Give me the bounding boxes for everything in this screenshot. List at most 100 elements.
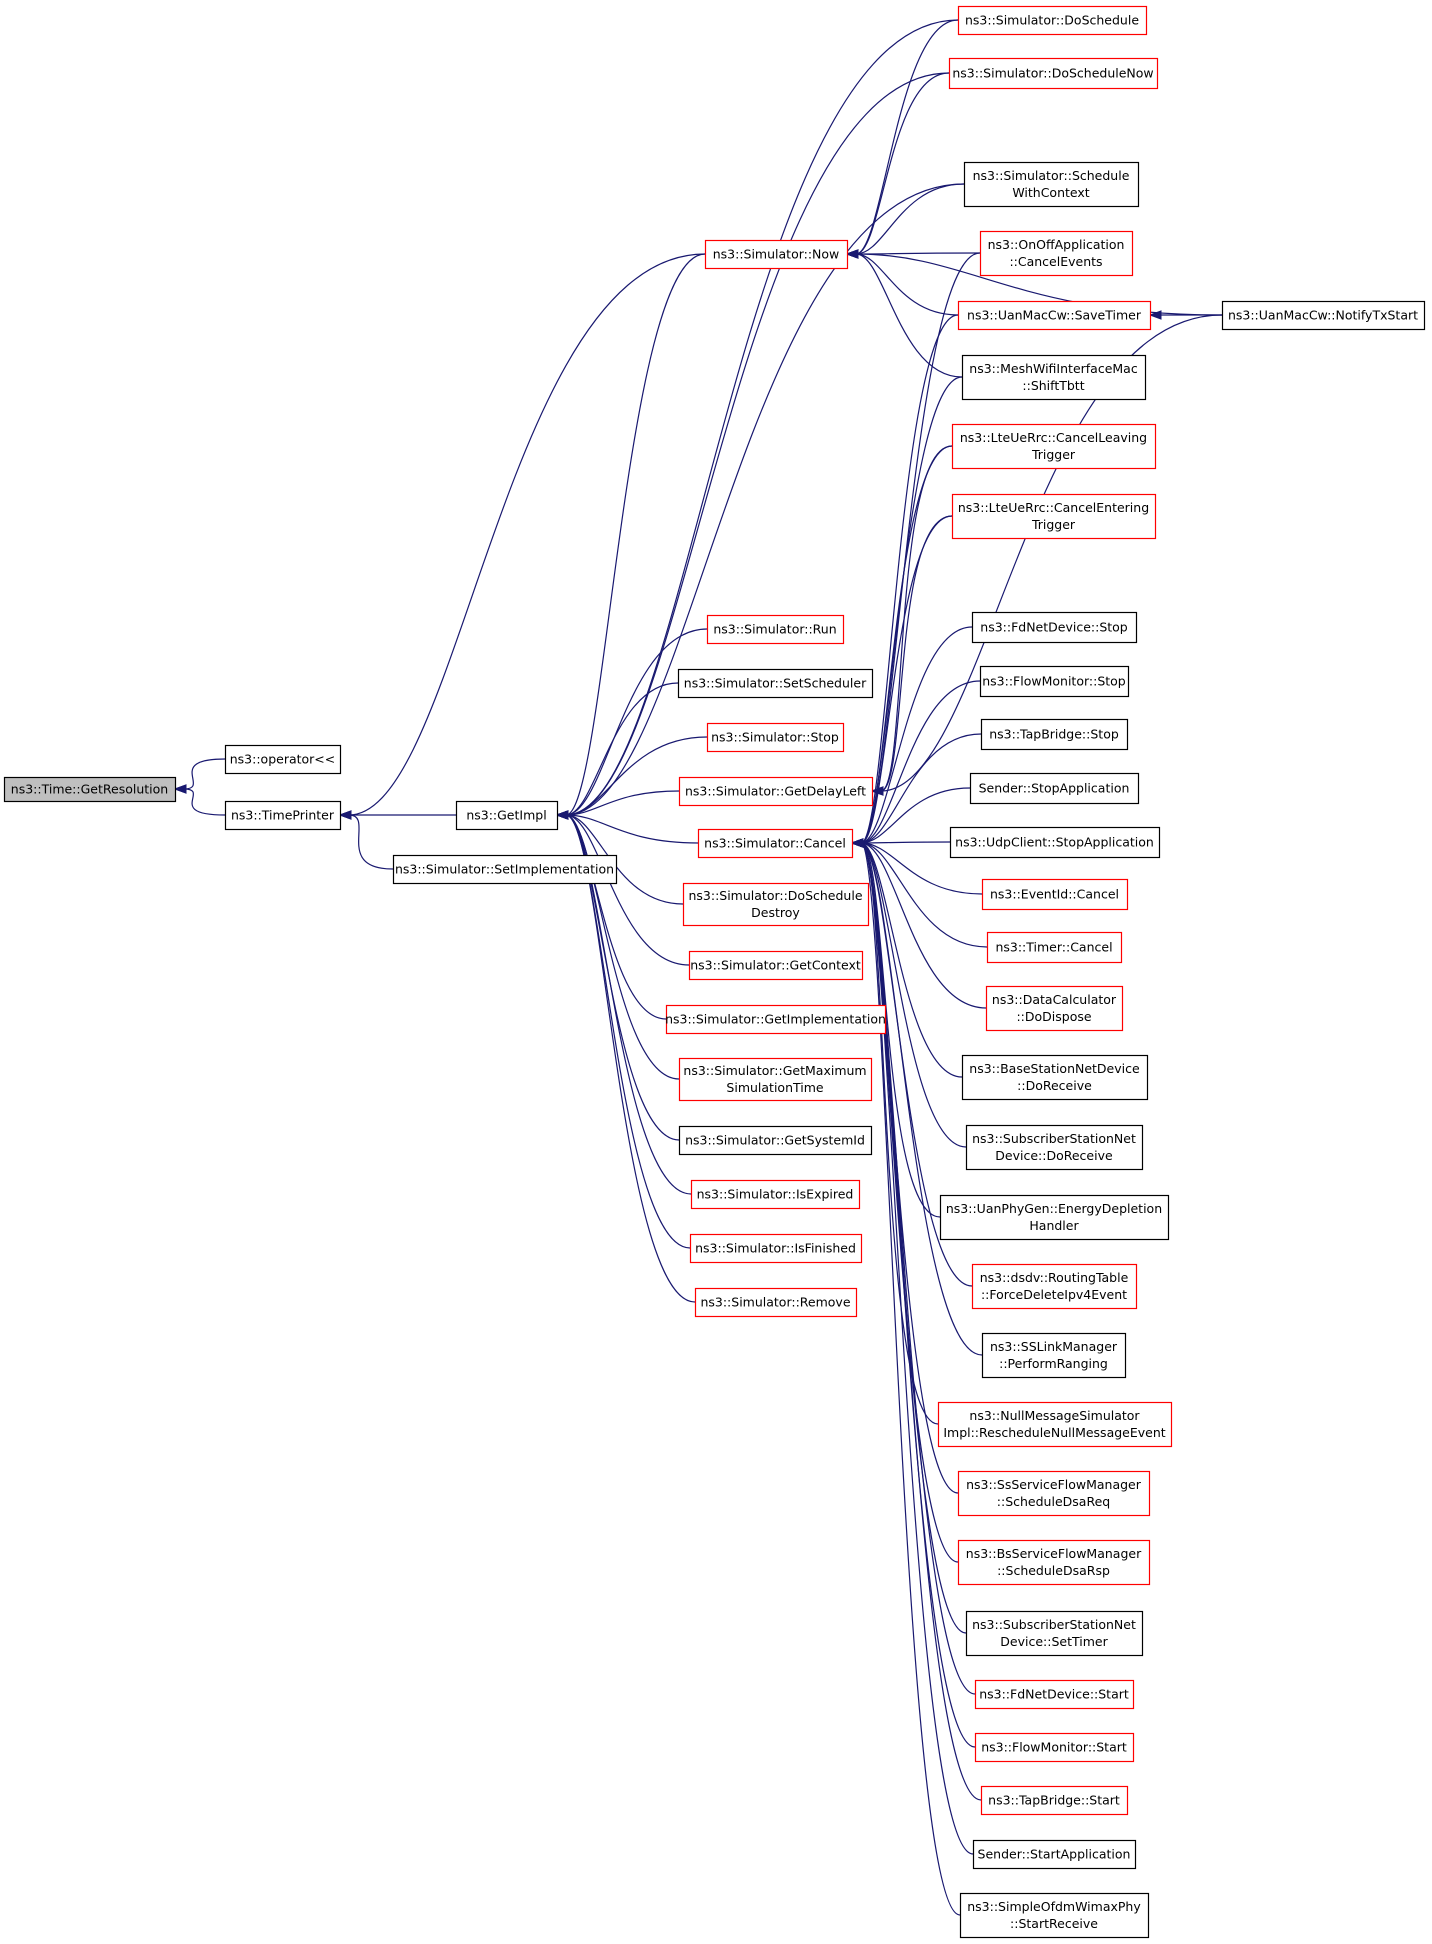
call-edge-setimpl-to-timeprinter bbox=[348, 814, 394, 870]
node-label: ::ShiftTbtt bbox=[1022, 378, 1084, 393]
node-operator[interactable]: ns3::operator<< bbox=[224, 744, 342, 775]
node-label: Trigger bbox=[1031, 447, 1076, 462]
node-cancel[interactable]: ns3::Simulator::Cancel bbox=[697, 828, 854, 859]
call-edge-doschedulenow-to-now bbox=[855, 72, 950, 255]
call-edge-fdstop-to-cancel bbox=[860, 626, 973, 844]
node-label: ns3::Simulator::SetScheduler bbox=[684, 676, 867, 691]
node-now[interactable]: ns3::Simulator::Now bbox=[704, 239, 849, 270]
call-edge-isexpired-to-getimpl bbox=[565, 814, 692, 1195]
node-dsdv[interactable]: ns3::dsdv::RoutingTable::ForceDeleteIpv4… bbox=[971, 1263, 1138, 1310]
node-isfinished[interactable]: ns3::Simulator::IsFinished bbox=[689, 1233, 863, 1264]
node-notifytxstart[interactable]: ns3::UanMacCw::NotifyTxStart bbox=[1221, 300, 1426, 331]
node-onoffcancel[interactable]: ns3::OnOffApplication::CancelEvents bbox=[979, 230, 1134, 277]
node-flowstop[interactable]: ns3::FlowMonitor::Stop bbox=[979, 665, 1130, 698]
node-udpstop[interactable]: ns3::UdpClient::StopApplication bbox=[949, 826, 1161, 859]
call-edge-canceleaving-to-getdelayleft bbox=[880, 445, 953, 792]
node-box bbox=[965, 1610, 1144, 1657]
node-label: Impl::RescheduleNullMessageEvent bbox=[943, 1425, 1165, 1440]
node-label: ns3::Simulator::SetImplementation bbox=[395, 862, 614, 877]
node-bsservice[interactable]: ns3::BsServiceFlowManager::ScheduleDsaRs… bbox=[957, 1539, 1151, 1586]
call-edge-arrow-icon bbox=[845, 249, 859, 259]
call-edge-eventcancel-to-cancel bbox=[860, 842, 983, 895]
node-getcontext[interactable]: ns3::Simulator::GetContext bbox=[688, 950, 864, 981]
call-edge-cancelentering-to-getdelayleft bbox=[880, 515, 953, 792]
node-flowstart[interactable]: ns3::FlowMonitor::Start bbox=[974, 1732, 1135, 1763]
call-edge-ssreceive-to-cancel bbox=[860, 842, 967, 1148]
node-setimpl[interactable]: ns3::Simulator::SetImplementation bbox=[392, 854, 618, 885]
node-label: Device::SetTimer bbox=[1000, 1634, 1108, 1649]
call-edge-udpstop-to-cancel bbox=[860, 841, 951, 844]
node-fdstop[interactable]: ns3::FdNetDevice::Stop bbox=[971, 611, 1138, 644]
node-eventcancel[interactable]: ns3::EventId::Cancel bbox=[981, 878, 1129, 911]
node-tapstop[interactable]: ns3::TapBridge::Stop bbox=[980, 718, 1129, 751]
node-box bbox=[948, 57, 1159, 90]
node-box bbox=[974, 1732, 1135, 1763]
call-edge-nullmsg-to-cancel bbox=[860, 842, 939, 1425]
node-doschedule[interactable]: ns3::Simulator::DoSchedule bbox=[957, 5, 1148, 36]
node-timeprinter[interactable]: ns3::TimePrinter bbox=[224, 800, 342, 831]
node-getimpl[interactable]: ns3::GetImpl bbox=[455, 800, 559, 831]
node-label: ns3::Simulator::DoSchedule bbox=[688, 888, 862, 903]
node-getdelayleft[interactable]: ns3::Simulator::GetDelayLeft bbox=[678, 776, 874, 807]
node-run[interactable]: ns3::Simulator::Run bbox=[706, 614, 845, 645]
node-remove[interactable]: ns3::Simulator::Remove bbox=[694, 1287, 858, 1318]
node-box bbox=[678, 1057, 873, 1102]
node-tapstart[interactable]: ns3::TapBridge::Start bbox=[980, 1785, 1129, 1816]
node-nullmsg[interactable]: ns3::NullMessageSimulatorImpl::Reschedul… bbox=[937, 1401, 1173, 1448]
node-isexpired[interactable]: ns3::Simulator::IsExpired bbox=[690, 1179, 861, 1210]
node-timercancel[interactable]: ns3::Timer::Cancel bbox=[986, 931, 1123, 964]
node-label: ns3::GetImpl bbox=[466, 808, 546, 823]
node-box bbox=[961, 354, 1147, 401]
node-stop[interactable]: ns3::Simulator::Stop bbox=[706, 722, 845, 753]
node-ofdmstart[interactable]: ns3::SimpleOfdmWimaxPhy::StartReceive bbox=[959, 1892, 1150, 1939]
node-savetimer[interactable]: ns3::UanMacCw::SaveTimer bbox=[957, 300, 1152, 331]
node-box bbox=[957, 1539, 1151, 1586]
node-label: ns3::NullMessageSimulator bbox=[969, 1408, 1140, 1423]
node-senderstop[interactable]: Sender::StopApplication bbox=[969, 772, 1140, 805]
call-edge-getcontext-to-getimpl bbox=[565, 814, 690, 966]
node-label: ns3::Simulator::Remove bbox=[700, 1295, 850, 1310]
node-datacalc[interactable]: ns3::DataCalculator::DoDispose bbox=[985, 985, 1124, 1032]
call-edge-timeprinter-to-getresolution bbox=[183, 788, 226, 816]
node-doschedulenow[interactable]: ns3::Simulator::DoScheduleNow bbox=[948, 57, 1159, 90]
node-box bbox=[678, 776, 874, 807]
node-box bbox=[985, 985, 1124, 1032]
node-senderstart[interactable]: Sender::StartApplication bbox=[972, 1839, 1137, 1870]
node-box bbox=[957, 5, 1148, 36]
node-sssettimer[interactable]: ns3::SubscriberStationNetDevice::SetTime… bbox=[965, 1610, 1144, 1657]
node-label: ns3::FlowMonitor::Start bbox=[981, 1740, 1127, 1755]
node-box bbox=[951, 493, 1157, 540]
node-getimplementation[interactable]: ns3::Simulator::GetImplementation bbox=[665, 1004, 887, 1035]
call-edge-savetimer-to-now bbox=[855, 253, 959, 316]
call-edge-operator-to-getresolution bbox=[183, 758, 226, 790]
node-bsreceive[interactable]: ns3::BaseStationNetDevice::DoReceive bbox=[961, 1054, 1149, 1101]
node-label: ns3::Simulator::DoSchedule bbox=[965, 13, 1139, 28]
node-box bbox=[677, 668, 874, 699]
node-label: ns3::UdpClient::StopApplication bbox=[955, 835, 1154, 850]
node-label: ::ScheduleDsaRsp bbox=[997, 1563, 1110, 1578]
node-shifttbtt[interactable]: ns3::MeshWifiInterfaceMac::ShiftTbtt bbox=[961, 354, 1147, 401]
node-label: ::DoReceive bbox=[1017, 1078, 1092, 1093]
node-ssreceive[interactable]: ns3::SubscriberStationNetDevice::DoRecei… bbox=[965, 1124, 1144, 1171]
node-fdstart[interactable]: ns3::FdNetDevice::Start bbox=[974, 1679, 1135, 1710]
node-setscheduler[interactable]: ns3::Simulator::SetScheduler bbox=[677, 668, 874, 699]
node-label: SimulationTime bbox=[726, 1080, 823, 1095]
node-ssservice[interactable]: ns3::SsServiceFlowManager::ScheduleDsaRe… bbox=[957, 1470, 1151, 1517]
call-edge-arrow-icon bbox=[870, 786, 884, 796]
node-label: ns3::Simulator::DoScheduleNow bbox=[952, 66, 1153, 81]
node-box bbox=[965, 1124, 1144, 1171]
node-getresolution[interactable]: ns3::Time::GetResolution bbox=[3, 776, 177, 803]
call-edge-now-to-timeprinter bbox=[348, 253, 706, 816]
node-label: ns3::OnOffApplication bbox=[988, 237, 1125, 252]
node-getsystemid[interactable]: ns3::Simulator::GetSystemId bbox=[678, 1125, 873, 1156]
node-box bbox=[986, 931, 1123, 964]
node-label: ns3::Simulator::GetMaximum bbox=[683, 1063, 866, 1078]
node-sslink[interactable]: ns3::SSLinkManager::PerformRanging bbox=[981, 1332, 1127, 1379]
node-label: ns3::EventId::Cancel bbox=[990, 887, 1119, 902]
